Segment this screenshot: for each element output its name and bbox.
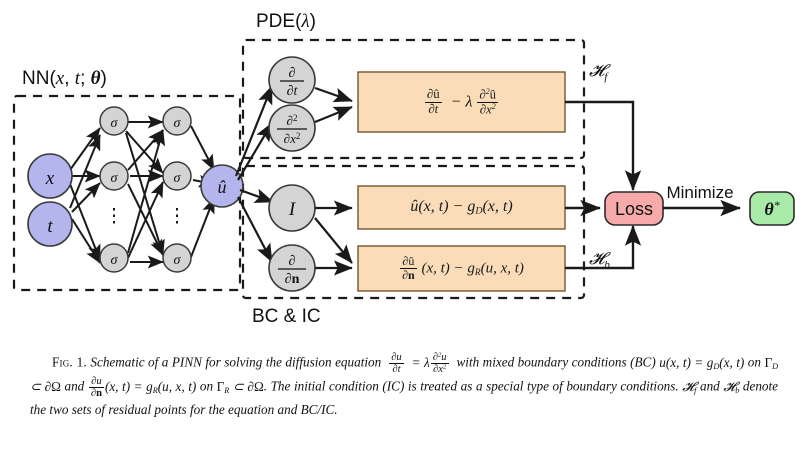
hidden-node: σ <box>162 161 192 191</box>
hidden-layer-1-ellipsis: ⋮ <box>105 206 124 227</box>
caption-seg-4: and <box>60 378 88 394</box>
operator-to-box-edges <box>314 86 353 276</box>
caption-seg-2: with mixed boundary conditions (BC) <box>453 354 660 370</box>
hidden-node: σ <box>99 243 129 273</box>
schematic-svg: NN(x, t; θ) PDE(λ) BC & IC x <box>12 11 795 327</box>
pde-group-label: PDE(λ) <box>256 11 316 32</box>
minimize-label: Minimize <box>666 183 733 202</box>
operator-node-d-dt: ∂ ∂t <box>268 56 316 104</box>
svg-text:σ: σ <box>111 171 119 186</box>
loss-box: Loss <box>604 191 664 226</box>
hidden-layer-2-ellipsis: ⋮ <box>168 206 187 227</box>
hidden-node: σ <box>162 243 192 273</box>
svg-text:∂2: ∂2 <box>287 113 298 128</box>
pde-residual-expr: ∂û∂t − λ ∂2û∂x2 <box>424 86 499 116</box>
svg-text:σ: σ <box>111 116 119 131</box>
bcic-group-box <box>241 164 586 300</box>
input-node-x-label: x <box>45 168 55 189</box>
hidden-layer-2: σ σ ⋮ σ <box>162 106 192 273</box>
caption-seg-3: on <box>744 354 765 370</box>
svg-text:σ: σ <box>111 253 119 268</box>
hidden-node: σ <box>99 161 129 191</box>
operator-node-identity-label: I <box>288 199 297 220</box>
hidden-layer-1: σ σ ⋮ σ <box>99 106 129 273</box>
robin-residual-box <box>357 245 566 292</box>
svg-text:∂: ∂ <box>289 254 296 269</box>
theta-star-box: θ* <box>749 191 795 226</box>
svg-text:σ: σ <box>174 171 182 186</box>
dirichlet-residual-expr: û(x, t) − gD(x, t) <box>410 198 513 217</box>
residual-set-tf-label: 𝓗f <box>589 61 611 83</box>
svg-text:σ: σ <box>174 253 182 268</box>
pde-group-box <box>241 38 586 160</box>
svg-text:σ: σ <box>174 116 182 131</box>
svg-text:∂: ∂ <box>289 66 296 81</box>
svg-text:∂t: ∂t <box>287 84 299 99</box>
hidden-node: σ <box>162 106 192 136</box>
figure-caption: Fig. 1. Schematic of a PINN for solving … <box>30 351 779 418</box>
operator-node-d-dn: ∂ ∂n <box>268 244 316 292</box>
figure-caption-label: Fig. 1. <box>52 354 87 370</box>
pde-residual-box <box>357 71 566 133</box>
input-node-x: x <box>27 153 73 199</box>
dirichlet-residual-box <box>357 185 566 230</box>
caption-seg-6: . The initial condition (IC) is treated … <box>263 378 683 394</box>
svg-text:∂n: ∂n <box>285 272 300 287</box>
caption-seg-1: Schematic of a PINN for solving the diff… <box>90 354 385 370</box>
operator-node-identity: I <box>268 184 316 232</box>
uhat-to-operators-edges <box>234 85 274 263</box>
network-edges <box>69 115 215 269</box>
caption-seg-8: denote the two sets of residual points f… <box>30 378 779 418</box>
pinn-schematic-figure: NN(x, t; θ) PDE(λ) BC & IC x <box>12 11 795 327</box>
bcic-group-label: BC & IC <box>252 306 321 327</box>
output-node-uhat-label: û <box>218 177 227 197</box>
hidden-node: σ <box>99 106 129 136</box>
operator-node-d2-dx2: ∂2 ∂x2 <box>268 104 316 152</box>
caption-seg-7: and <box>696 378 724 394</box>
input-node-t-label: t <box>47 216 53 237</box>
loss-box-label: Loss <box>615 199 653 219</box>
robin-residual-expr: ∂û∂n (x, t) − gR(u, x, t) <box>400 254 524 282</box>
residual-to-loss-connectors <box>565 100 642 270</box>
output-node-uhat: û <box>200 164 244 208</box>
nn-group-label: NN(x, t; θ) <box>22 68 107 89</box>
caption-seg-5: on <box>196 378 217 394</box>
input-node-t: t <box>27 201 73 247</box>
